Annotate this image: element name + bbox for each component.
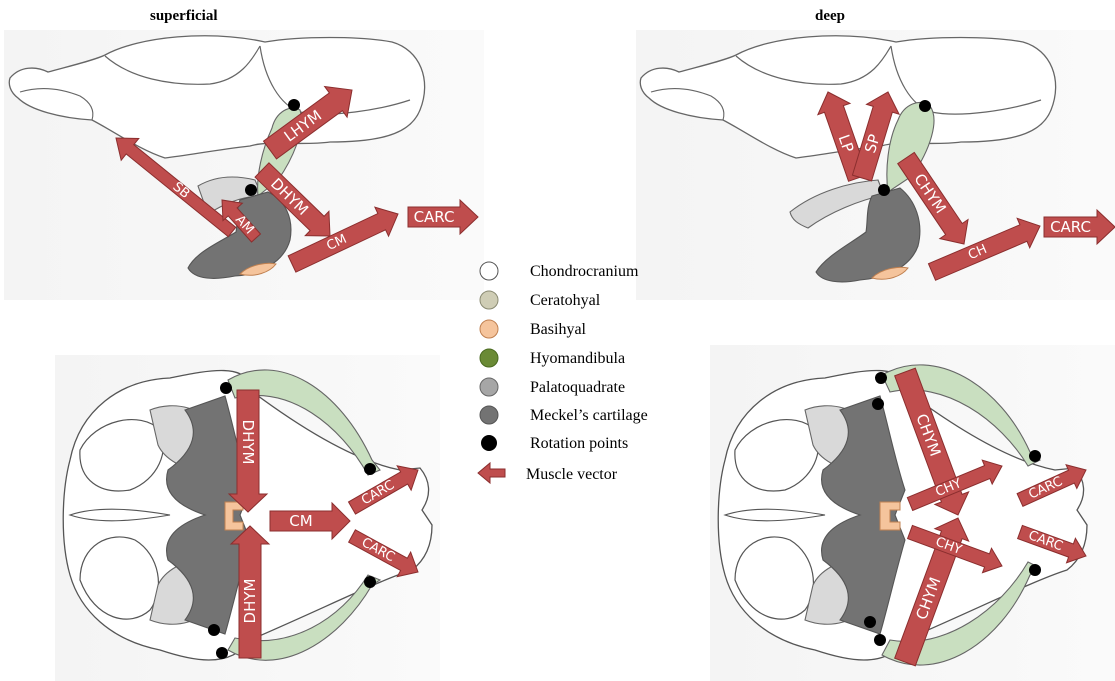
rotation-point	[216, 647, 228, 659]
arrow-dhym-top-label: DHYM	[239, 420, 257, 465]
rotation-point	[208, 624, 220, 636]
arrow-cm-label: CM	[289, 512, 312, 530]
rotation-point	[1029, 564, 1041, 576]
arrow-carc-label: CARC	[414, 208, 455, 226]
rotation-point	[364, 463, 376, 475]
rotation-point	[875, 372, 887, 384]
rotation-point	[1029, 450, 1041, 462]
legend-label-basihyal: Basihyal	[530, 321, 587, 338]
legend-swatch-rotation	[481, 435, 497, 451]
legend-swatch-muscle-arrow	[478, 463, 505, 483]
rotation-point	[364, 576, 376, 588]
legend-label-rotation: Rotation points	[530, 435, 628, 452]
rotation-point	[872, 398, 884, 410]
rotation-point	[220, 382, 232, 394]
legend-label-muscle: Muscle vector	[526, 466, 618, 483]
legend-label-ceratohyal: Ceratohyal	[530, 292, 601, 309]
rotation-point	[874, 634, 886, 646]
rotation-point	[864, 616, 876, 628]
arrow-carc-label: CARC	[1050, 218, 1091, 236]
rotation-point	[288, 99, 300, 111]
legend-swatch-basihyal	[480, 320, 498, 338]
legend-label-chondrocranium: Chondrocranium	[530, 263, 639, 280]
arrow-dhym-bottom-label: DHYM	[241, 579, 259, 624]
rotation-point	[919, 100, 931, 112]
rotation-point	[878, 184, 890, 196]
legend: Chondrocranium Ceratohyal Basihyal Hyoma…	[478, 262, 648, 483]
legend-swatch-hyomandibula	[480, 349, 498, 367]
legend-swatch-meckels	[480, 406, 498, 424]
legend-label-hyomandibula: Hyomandibula	[530, 350, 625, 367]
heading-deep: deep	[815, 8, 845, 24]
legend-swatch-ceratohyal	[480, 291, 498, 309]
legend-label-palatoquadrate: Palatoquadrate	[530, 379, 625, 396]
legend-label-meckels: Meckel’s cartilage	[530, 407, 648, 424]
legend-swatch-chondrocranium	[480, 262, 498, 280]
legend-swatch-palatoquadrate	[480, 378, 498, 396]
heading-superficial: superficial	[150, 8, 218, 24]
rotation-point	[245, 184, 257, 196]
